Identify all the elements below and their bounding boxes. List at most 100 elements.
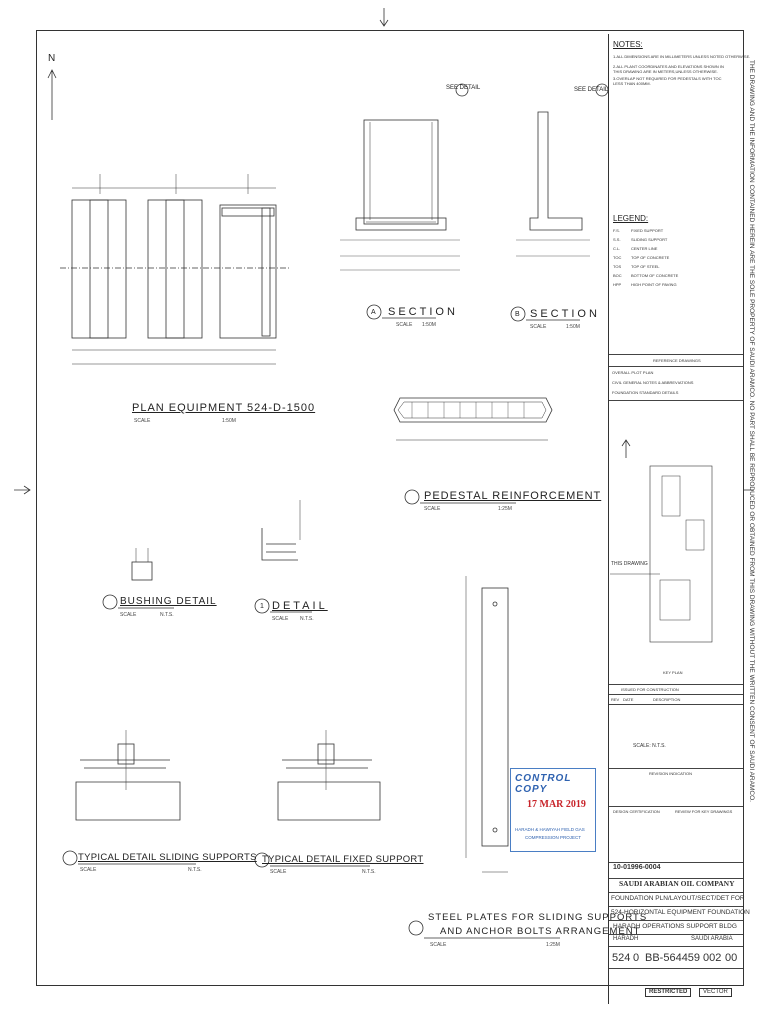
title-line-3: HARADH OPERATIONS SUPPORT BLDG (613, 923, 737, 930)
section-a-pedestal (363, 119, 439, 225)
legend-code: F.S. (613, 228, 620, 233)
legend-heading: LEGEND: (613, 214, 649, 223)
notes-panel: NOTES: 1.ALL DIMENSIONS ARE IN MILLIMETE… (608, 34, 750, 354)
reference-heading: REFERENCE DRAWINGS (653, 358, 701, 363)
section-b-pedestal (529, 111, 583, 231)
fixed-title: TYPICAL DETAIL FIXED SUPPORT (262, 854, 424, 865)
detail-1-letter: 1 (260, 603, 264, 610)
rev-header: REV (611, 697, 620, 702)
section-a-letter: A (371, 309, 376, 316)
sliding-support-shape (75, 759, 181, 821)
section-a-bubble (366, 304, 382, 320)
reference-row: FOUNDATION STANDARD DETAILS (612, 390, 679, 395)
drawing-sheet (36, 30, 744, 986)
north-label: N (48, 53, 56, 64)
plan-pedestal-1 (71, 199, 127, 339)
issue-row: ISSUED FOR CONSTRUCTION (621, 687, 679, 692)
section-b-ratio: 1:50M (566, 324, 580, 330)
steel-plate-shape (481, 587, 509, 847)
stamp-line-4: COMPRESSION PROJECT (525, 835, 582, 840)
legend-code: TOS (613, 264, 622, 269)
legend-desc: CENTER LINE (631, 246, 658, 251)
legend-code: C.L. (613, 246, 621, 251)
detail-1-shape (261, 528, 298, 561)
stamp-title: CONTROL COPY (515, 773, 572, 795)
legend-code: S.S. (613, 237, 621, 242)
legend-desc: HIGH POINT OF PAVING (631, 282, 677, 287)
section-a-ratio: 1:50M (422, 322, 436, 328)
company-name: SAUDI ARABIAN OIL COMPANY (619, 879, 735, 888)
legend-desc: FIXED SUPPORT (631, 228, 664, 233)
plates-ratio: 1:25M (546, 942, 560, 948)
see-detail-a: SEE DETAIL (446, 85, 481, 91)
plant-number: 524 (612, 952, 631, 964)
top-center-mark (379, 8, 389, 27)
plan-ratio: 1:50M (222, 418, 236, 424)
fixed-ratio: N.T.S. (362, 869, 376, 875)
notes-heading: NOTES: (613, 40, 643, 49)
reference-row: OVERALL PLOT PLAN (612, 370, 654, 375)
bushing-detail-shape (131, 561, 153, 581)
design-cert: DESIGN CERTIFICATION (613, 809, 660, 814)
fixed-support-shape (277, 759, 381, 821)
title-line-2: 524-HORIZONTAL EQUIPMENT FOUNDATION (611, 909, 750, 916)
review-label: REVIEW FOR KEY DRAWINGS (675, 809, 733, 814)
note-2: 2.ALL PLANT COORDINATES AND ELEVATIONS S… (613, 64, 724, 74)
legend-code: BOC (613, 273, 622, 278)
fixed-scale: SCALE (270, 869, 287, 875)
reference-row: CIVIL GENERAL NOTES & ABBREVIATIONS (612, 380, 694, 385)
section-b-bubble (510, 306, 526, 322)
country: SAUDI ARABIA (691, 936, 733, 942)
pedestal-reinforcement-outline (393, 397, 553, 423)
location: HARADH (613, 936, 639, 942)
note-1: 1.ALL DIMENSIONS ARE IN MILLIMETERS UNLE… (613, 54, 751, 59)
keyplan-north-arrow (621, 439, 631, 458)
section-b-scale: SCALE (530, 324, 547, 330)
legend-code: HPP (613, 282, 622, 287)
plates-title-1: STEEL PLATES FOR SLIDING SUPPORTS (428, 912, 648, 923)
legend-desc: SLIDING SUPPORT (631, 237, 668, 242)
bushing-scale: SCALE (120, 612, 137, 618)
side-legal-text-container: THE DRAWING AND THE INFORMATION CONTAINE… (748, 60, 756, 960)
detail-1-scale: SCALE (272, 616, 289, 622)
description-header: DESCRIPTION (653, 697, 681, 702)
restricted-label: RESTRICTED (645, 988, 692, 997)
sliding-ratio: N.T.S. (188, 867, 202, 873)
drawing-number-small: 10-01996-0004 (613, 864, 661, 871)
legend-desc: TOP OF STEEL (631, 264, 660, 269)
legend-desc: TOP OF CONCRETE (631, 255, 670, 260)
plan-pedestal-3 (219, 204, 277, 339)
stamp-line-3: HARADH & HAWIYAH FIELD GAS (515, 827, 585, 832)
plan-scale: SCALE (134, 418, 151, 424)
keyplan-site (649, 465, 713, 643)
pedestal-title: PEDESTAL REINFORCEMENT (424, 490, 602, 502)
detail-1-title: DETAIL (272, 600, 328, 612)
bushing-title: BUSHING DETAIL (120, 596, 217, 607)
detail-1-ratio: N.T.S. (300, 616, 314, 622)
index: 0 (633, 952, 640, 964)
keyplan-scale: KEY PLAN (663, 670, 683, 675)
section-a-scale: SCALE (396, 322, 413, 328)
pedestal-scale: SCALE (424, 506, 441, 512)
section-b-title: SECTION (530, 308, 600, 320)
legend-code: TOC (613, 255, 622, 260)
sliding-scale: SCALE (80, 867, 97, 873)
vector-label: VECTOR (699, 988, 732, 997)
left-center-mark (14, 485, 31, 495)
revision-number: 00 (725, 952, 738, 964)
bushing-ratio: N.T.S. (160, 612, 174, 618)
north-arrow (47, 69, 57, 120)
note-3: 3.OVERLAP NOT REQUIRED FOR PEDESTALS WIT… (613, 76, 722, 86)
keyplan-label: THIS DRAWING (611, 561, 648, 567)
pedestal-ratio: 1:25M (498, 506, 512, 512)
sliding-title: TYPICAL DETAIL SLIDING SUPPORTS (78, 852, 257, 863)
control-copy-stamp: CONTROL COPY 17 MAR 2019 HARADH & HAWIYA… (510, 768, 596, 852)
scale-label: SCALE: N.T.S. (633, 743, 666, 749)
revision-header: REVISION INDICATION (649, 771, 693, 776)
section-a-detail-bubble (455, 83, 469, 97)
section-b-letter: B (515, 311, 520, 318)
title-line-1: FOUNDATION PLN/LAYOUT/SECT/DET FOR (611, 895, 745, 902)
section-a-title: SECTION (388, 306, 458, 318)
sheet-number: 002 (703, 952, 722, 964)
